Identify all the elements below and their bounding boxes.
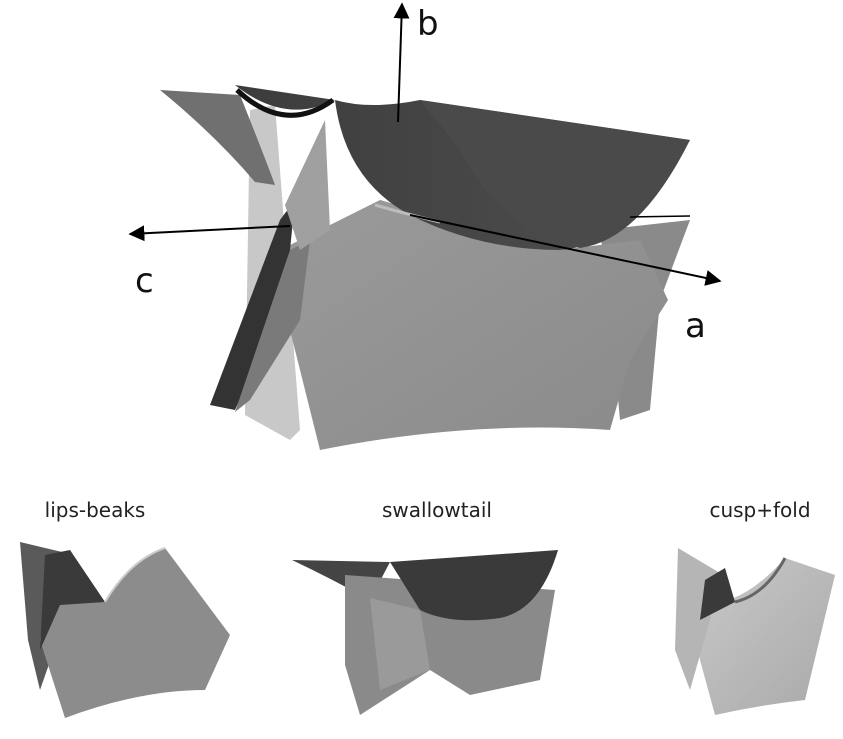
surface-front-face (280, 200, 668, 450)
axes: b c a (128, 2, 722, 346)
thumbnail-caption: swallowtail (382, 498, 492, 522)
surface-left-dark-sheet (210, 200, 295, 410)
surface-top-right-band (420, 100, 690, 248)
thumb-surface-dark-fold (40, 550, 105, 650)
axis-a-line (409, 214, 722, 286)
axis-c-line (128, 225, 291, 242)
thumbnail-swallowtail: swallowtail (292, 498, 558, 715)
surface-cusp-rim (235, 88, 335, 118)
main-surface-figure (160, 85, 690, 450)
thumb-surface-dark-wedge (700, 568, 735, 620)
thumb-surface-rim (734, 557, 787, 604)
thumb-surface-top (390, 550, 558, 621)
surface-central-cone (285, 120, 330, 250)
thumb-surface-front (40, 548, 230, 718)
thumbnail-cusp-fold: cusp+fold (675, 498, 835, 715)
thumb-surface-right-rim (104, 547, 166, 603)
thumbnail-caption: cusp+fold (709, 498, 810, 522)
axis-c-tail (629, 215, 691, 218)
thumbnail-lips-beaks: lips-beaks (20, 498, 230, 718)
thumb-surface-light-front (690, 558, 835, 715)
axis-label-c: c (135, 261, 154, 301)
thumb-surface-mid (370, 598, 430, 690)
axis-label-a: a (685, 306, 706, 346)
thumbnail-caption: lips-beaks (45, 498, 146, 522)
axis-b-line (393, 2, 410, 123)
surface-left-mid-sheet (235, 240, 310, 412)
axis-label-b: b (417, 4, 439, 44)
surface-left-flap (160, 90, 275, 185)
